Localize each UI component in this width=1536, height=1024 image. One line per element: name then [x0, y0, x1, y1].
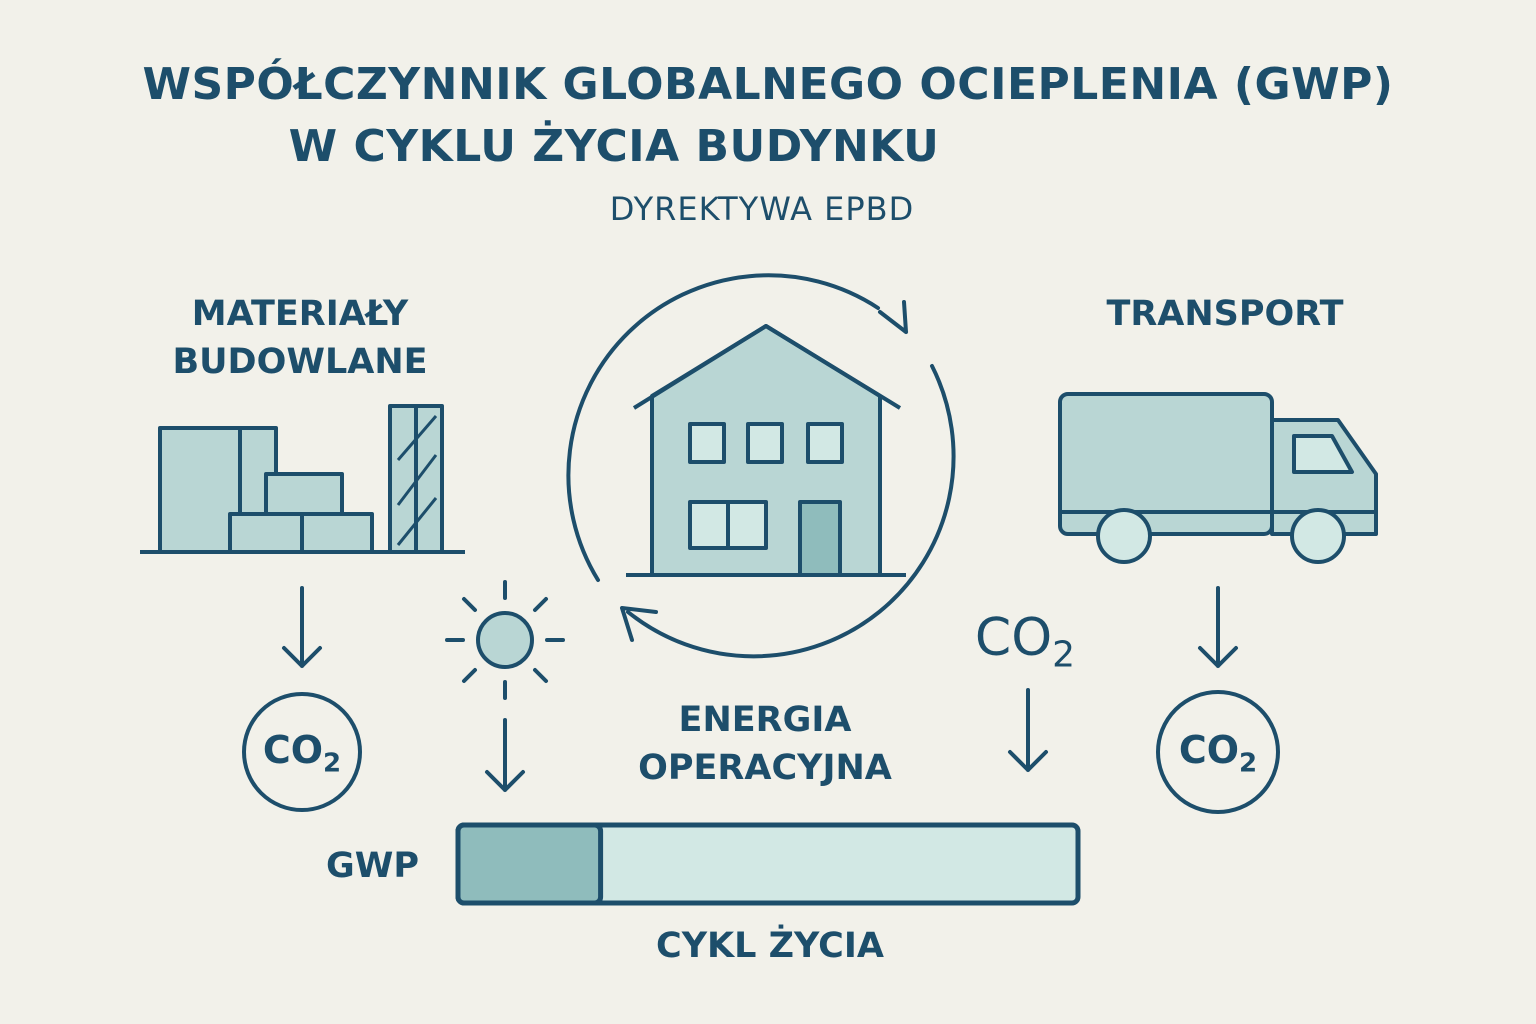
energy-label-line-1: ENERGIA	[678, 700, 852, 740]
co2-circle-icon	[242, 690, 1280, 814]
house-icon	[626, 324, 906, 577]
gwp-label: GWP	[326, 846, 419, 886]
co2-left-subscript: 2	[323, 748, 342, 779]
building-materials-icon	[140, 404, 465, 554]
lifecycle-caption: CYKL ŻYCIA	[656, 926, 884, 966]
co2-right-subscript: 2	[1239, 748, 1258, 779]
transport-label: TRANSPORT	[1106, 294, 1344, 334]
truck-icon	[1058, 392, 1378, 564]
energy-label: ENERGIA OPERACYJNA	[600, 696, 930, 792]
co2-right-text: CO	[1178, 728, 1240, 772]
co2-left-label: CO2	[252, 728, 352, 779]
title-line-2: W CYKLU ŻYCIA BUDYNKU	[288, 121, 940, 172]
gwp-bar-fill	[455, 822, 604, 906]
sun-icon	[445, 580, 565, 700]
title-line-1: WSPÓŁCZYNNIK GLOBALNEGO OCIEPLENIA (GWP)	[142, 59, 1394, 110]
co2-middle-label: CO2	[960, 608, 1090, 675]
materials-label: MATERIAŁY BUDOWLANE	[150, 290, 450, 386]
down-arrow-icon	[282, 586, 1238, 792]
co2-left-text: CO	[262, 728, 324, 772]
co2-right-label: CO2	[1168, 728, 1268, 779]
energy-label-line-2: OPERACYJNA	[638, 748, 892, 788]
co2-middle-text: CO	[974, 608, 1053, 668]
cycle-arrows-icon	[566, 273, 956, 659]
materials-label-line-2: BUDOWLANE	[172, 342, 428, 382]
subtitle: DYREKTYWA EPBD	[609, 190, 915, 228]
gwp-bar	[455, 822, 1081, 906]
materials-label-line-1: MATERIAŁY	[191, 294, 409, 334]
co2-middle-subscript: 2	[1052, 634, 1076, 676]
